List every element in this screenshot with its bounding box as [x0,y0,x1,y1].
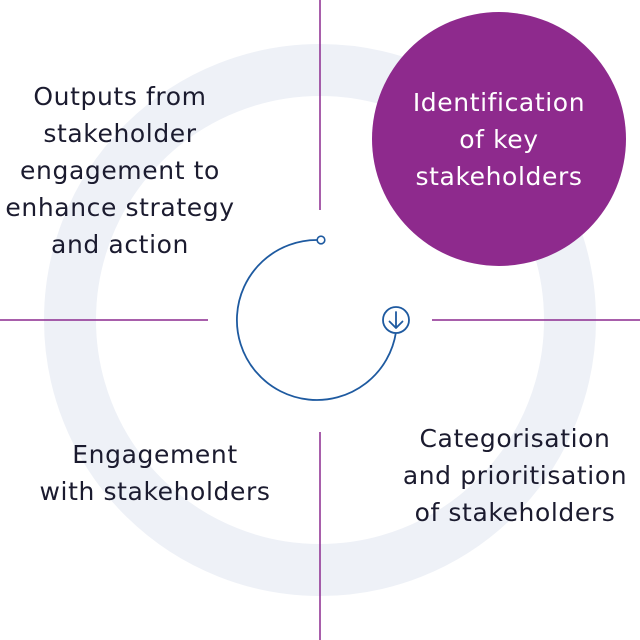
cycle-arrow-icon [236,235,410,401]
cycle-start-dot [316,235,326,245]
step-identification-label: Identification of key stakeholders [412,87,586,191]
cycle-arc [236,239,397,401]
step-engagement-label: Engagement with stakeholders [39,440,271,506]
step-categorisation-label: Categorisation and prioritisation of sta… [402,424,628,527]
arrow-down-glyph [388,311,404,329]
step-outputs-label: Outputs from stakeholder engagement to e… [5,82,235,259]
arrow-down-circle-icon [382,306,410,334]
step-identification-circle: Identification of key stakeholders [372,12,626,266]
